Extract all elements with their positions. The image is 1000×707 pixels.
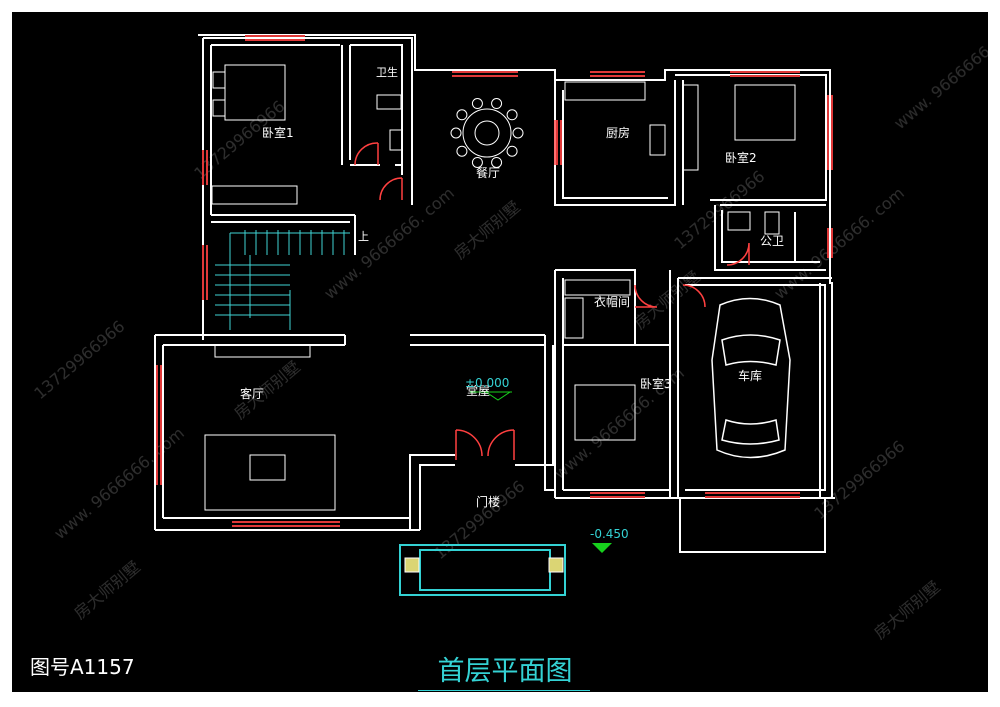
door-garage-link (682, 284, 706, 308)
window-12 (705, 492, 800, 498)
dining-table-center (474, 120, 500, 146)
dining-chair (491, 98, 503, 110)
windows (156, 35, 833, 527)
doors (354, 120, 750, 460)
label-bedroom1: 卧室1 (262, 125, 294, 140)
nightstand-1a (212, 71, 226, 89)
plan-title: 首层平面图 (437, 656, 573, 687)
wall-porch (679, 498, 826, 553)
label-dining: 餐厅 (476, 165, 500, 180)
window-1 (245, 35, 305, 41)
column-left (404, 557, 420, 573)
label-hall: 堂屋 (466, 384, 490, 398)
dining-chair (471, 98, 483, 110)
wardrobe-bedroom2 (682, 84, 699, 171)
toilet (376, 94, 402, 110)
label-living: 客厅 (240, 386, 264, 401)
door-cloakroom (634, 284, 658, 308)
bed-bedroom1 (224, 64, 286, 121)
sofa-set (204, 434, 336, 511)
door-bedroom1 (379, 177, 403, 201)
dining-chair (506, 145, 518, 157)
window-8 (202, 245, 208, 300)
window-7 (202, 150, 208, 185)
stair-railing (229, 232, 350, 330)
dining-chair (456, 145, 468, 157)
porch-outline (399, 544, 566, 596)
label-bathroom: 卫生 (376, 65, 398, 79)
dining-chair (512, 127, 524, 139)
room-labels: 卧室1 卫生 餐厅 厨房 卧室2 公卫 衣帽间 客厅 堂屋 卧室3 车库 门楼 … (240, 65, 784, 541)
public-wc-basin (727, 211, 751, 231)
label-garage: 车库 (738, 368, 762, 383)
car-body (711, 297, 791, 459)
wall-bathroom (341, 45, 402, 166)
drawing-number: 图号A1157 (30, 655, 135, 679)
plan-title-underline (418, 690, 590, 691)
dining-chair (450, 127, 462, 139)
elevation-markers (470, 391, 612, 553)
label-kitchen: 厨房 (606, 125, 630, 140)
label-stair-up: 上 (358, 230, 369, 243)
wall-bedroom1 (202, 37, 413, 215)
car-rear-window (721, 419, 780, 445)
car-icon (711, 297, 791, 459)
coffee-table (249, 454, 286, 481)
door-public-wc (726, 242, 750, 266)
wall-center (515, 269, 636, 498)
wall-entrance (409, 455, 555, 530)
elevation-triangle-exterior (592, 543, 612, 553)
washbasin (389, 129, 403, 151)
tv-cabinet (214, 344, 311, 358)
cloak-shelf (564, 279, 631, 296)
kitchen-counter (564, 81, 646, 101)
window-2 (452, 71, 518, 77)
staircase (215, 230, 350, 330)
window-5 (827, 95, 833, 170)
wall-public-wc (714, 205, 826, 271)
furniture (204, 64, 796, 573)
dining-chair (491, 156, 503, 168)
label-public-wc: 公卫 (760, 234, 784, 248)
door-entry-right (487, 429, 515, 460)
cloak-cabinet (564, 297, 584, 339)
kitchen-stove (649, 124, 666, 156)
label-cloakroom: 衣帽间 (594, 294, 630, 309)
dining-table (462, 108, 512, 158)
label-elevation-main: ±0.000 (465, 376, 509, 390)
public-wc-toilet (764, 211, 780, 235)
bed-bedroom3 (574, 384, 636, 441)
car-windshield (721, 334, 781, 366)
window-3 (590, 71, 645, 77)
dining-chair (506, 109, 518, 121)
door-entry-left (455, 429, 483, 460)
label-bedroom3: 卧室3 (640, 376, 672, 391)
window-6 (827, 228, 833, 258)
window-13 (556, 120, 562, 165)
label-porch: 门楼 (476, 494, 500, 509)
label-elevation-exterior: -0.450 (590, 527, 629, 541)
bed-bedroom2 (734, 84, 796, 141)
window-9 (156, 365, 162, 485)
label-bedroom2: 卧室2 (725, 150, 757, 165)
column-right (548, 557, 564, 573)
walls (154, 34, 835, 596)
wardrobe-bedroom1 (211, 185, 298, 205)
dining-chair (456, 109, 468, 121)
nightstand-1b (212, 99, 226, 117)
dining-chair (471, 156, 483, 168)
window-4 (730, 71, 800, 77)
window-10 (232, 521, 340, 527)
window-11 (590, 492, 645, 498)
door-bathroom (354, 142, 379, 166)
